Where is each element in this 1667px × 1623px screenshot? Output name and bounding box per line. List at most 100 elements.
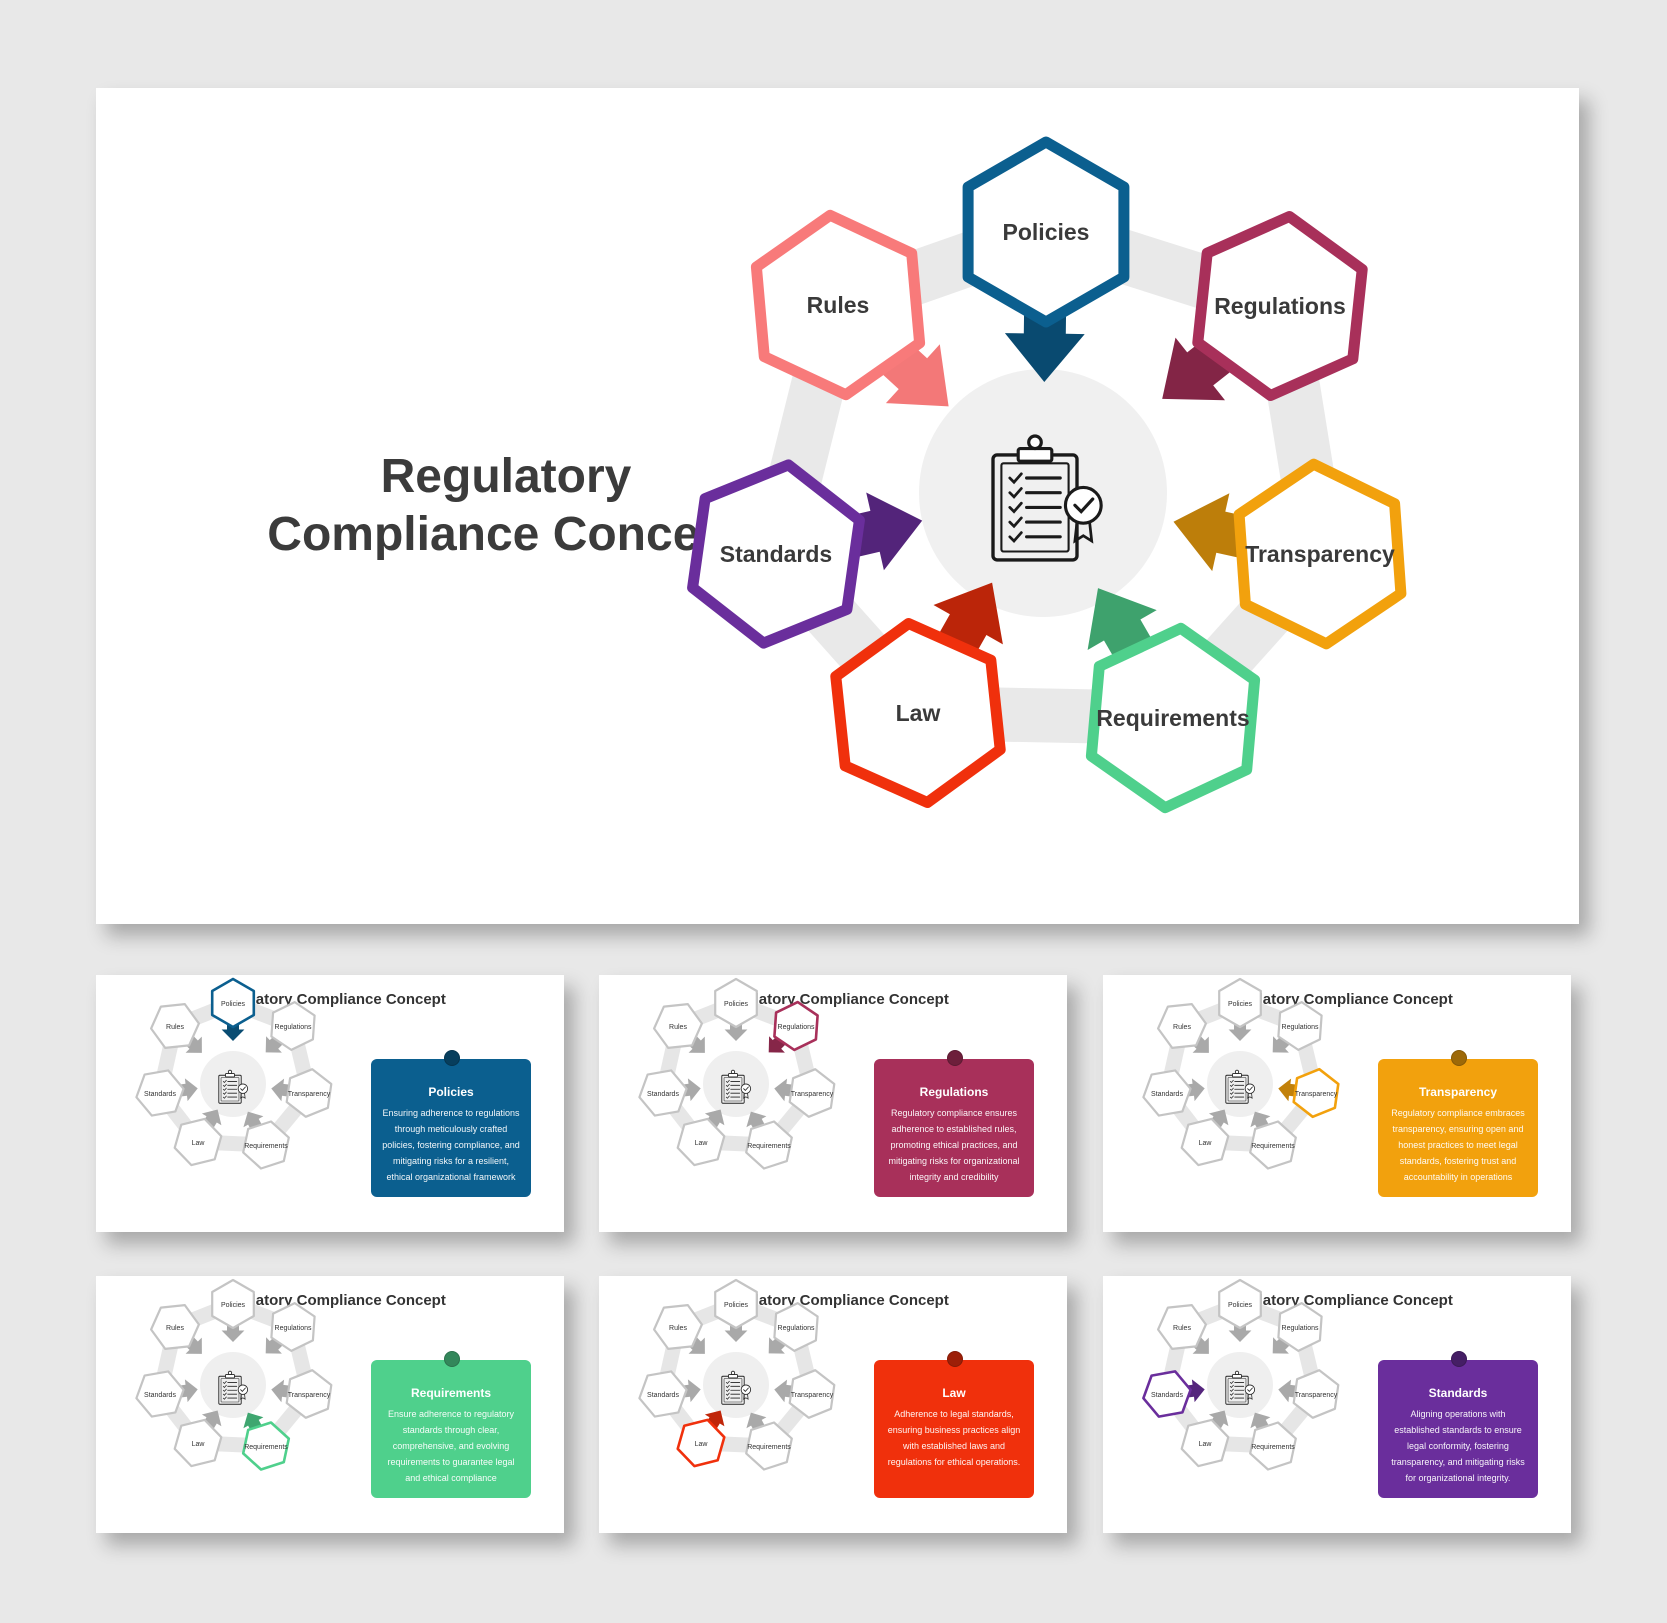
- mini-node-label: Transparency: [791, 1392, 834, 1399]
- mini-node: Rules: [652, 1003, 705, 1053]
- mini-node: Requirements: [745, 1412, 793, 1471]
- badge-ribbon: [240, 1093, 246, 1099]
- mini-hexagon: [1142, 1370, 1192, 1418]
- mini-node-label: Rules: [166, 1024, 184, 1031]
- badge-check: [1247, 1086, 1253, 1091]
- check-mark: [1229, 1392, 1234, 1396]
- mini-node: Policies: [210, 977, 256, 1041]
- mini-hexagon-diagram: PoliciesRegulationsTransparencyRequireme…: [1142, 1278, 1340, 1471]
- clipboard-ring: [227, 1370, 233, 1375]
- mini-node: Requirements: [242, 1111, 290, 1170]
- check-mark: [1008, 516, 1023, 529]
- mini-node: Standards: [135, 1069, 198, 1117]
- mini-hexagon: [285, 1068, 333, 1118]
- mini-node: Regulations: [265, 1001, 316, 1053]
- check-mark: [1008, 472, 1023, 485]
- approval-badge: [1063, 485, 1103, 525]
- clipboard-checklist-icon: [1225, 1069, 1256, 1104]
- clipboard-checklist-icon: [991, 434, 1103, 562]
- mini-hexagon: [1156, 1304, 1208, 1351]
- mini-hexagon: [1180, 1117, 1230, 1167]
- check-mark: [222, 1087, 227, 1091]
- mini-hexagon: [773, 1302, 819, 1353]
- mini-hexagon: [1292, 1067, 1340, 1119]
- mini-node-label: Requirements: [244, 1143, 288, 1150]
- mini-hexagon: [652, 1003, 704, 1050]
- thumbnail-title: Regulatory Compliance Concept: [1221, 1292, 1453, 1309]
- hexagon-frame: [687, 459, 865, 649]
- mini-hexagon: [1249, 1120, 1297, 1170]
- badge-ribbon: [743, 1394, 749, 1400]
- mini-node-label: Law: [192, 1140, 206, 1147]
- mini-node: Law: [1180, 1410, 1230, 1468]
- hexagon-frame: [830, 618, 1006, 808]
- clipboard-ring: [730, 1069, 736, 1074]
- clipboard-clip: [728, 1073, 738, 1078]
- title-line-2: Compliance Concept: [267, 508, 745, 561]
- clipboard-ring: [1234, 1370, 1240, 1375]
- check-mark: [222, 1079, 227, 1084]
- card-text: Aligning operations with established sta…: [1391, 1409, 1525, 1483]
- mini-node: Requirements: [241, 1412, 291, 1471]
- mini-node-label: Standards: [647, 1091, 679, 1098]
- node-standards: Standards: [687, 459, 923, 649]
- mini-node: Transparency: [1278, 1067, 1340, 1119]
- thumbnail-title: Regulatory Compliance Concept: [1221, 991, 1453, 1008]
- mini-hexagon: [638, 1370, 688, 1418]
- mini-arrow: [221, 1020, 245, 1041]
- badge-ribbon: [1247, 1394, 1253, 1400]
- mini-node-label: Requirements: [244, 1444, 288, 1451]
- hexagon-frame: [962, 136, 1130, 328]
- mini-node-label: Rules: [669, 1325, 687, 1332]
- mini-node: Rules: [652, 1304, 705, 1354]
- mini-node-label: Transparency: [288, 1091, 331, 1098]
- badge-check: [240, 1387, 246, 1392]
- mini-hexagon: [714, 1278, 758, 1330]
- hexagon-frame: [750, 209, 926, 401]
- mini-hexagon: [241, 1421, 291, 1471]
- mini-node-label: Policies: [724, 1001, 749, 1008]
- mini-hexagon: [135, 1069, 185, 1117]
- mini-node-label: Law: [695, 1140, 709, 1147]
- clipboard-clip: [1232, 1374, 1242, 1379]
- mini-node: Requirements: [745, 1111, 793, 1170]
- mini-node-label: Regulations: [778, 1325, 815, 1332]
- mini-node-label: Standards: [144, 1091, 176, 1098]
- check-mark: [1008, 531, 1023, 543]
- card-title: Requirements: [410, 1386, 492, 1400]
- check-mark: [1229, 1091, 1234, 1095]
- mini-node-label: Law: [695, 1441, 709, 1448]
- clipboard-clip: [1232, 1073, 1242, 1078]
- mini-node-label: Requirements: [1251, 1444, 1295, 1451]
- mini-hexagon: [714, 977, 758, 1029]
- mini-center-circle: [1207, 1352, 1273, 1418]
- card-title: Regulations: [919, 1085, 989, 1099]
- mini-hexagon: [173, 1418, 223, 1468]
- check-mark: [1008, 487, 1023, 499]
- mini-node-label: Transparency: [288, 1392, 331, 1399]
- mini-node-label: Policies: [724, 1302, 749, 1309]
- check-mark: [222, 1388, 227, 1392]
- check-mark: [222, 1392, 227, 1396]
- mini-hexagon: [788, 1068, 836, 1118]
- mini-node: Standards: [1142, 1370, 1205, 1418]
- mini-hexagon: [242, 1120, 290, 1170]
- check-mark: [1229, 1095, 1234, 1099]
- mini-hexagon: [1218, 977, 1262, 1029]
- mini-node-label: Regulations: [275, 1325, 312, 1332]
- mini-node-label: Standards: [1151, 1091, 1183, 1098]
- mini-arrow: [1228, 1321, 1252, 1342]
- mini-node: Regulations: [265, 1302, 316, 1354]
- badge-ribbon: [1073, 521, 1094, 544]
- mini-hexagon: [773, 1000, 819, 1052]
- check-mark: [725, 1087, 730, 1091]
- mini-hexagon: [1292, 1369, 1340, 1419]
